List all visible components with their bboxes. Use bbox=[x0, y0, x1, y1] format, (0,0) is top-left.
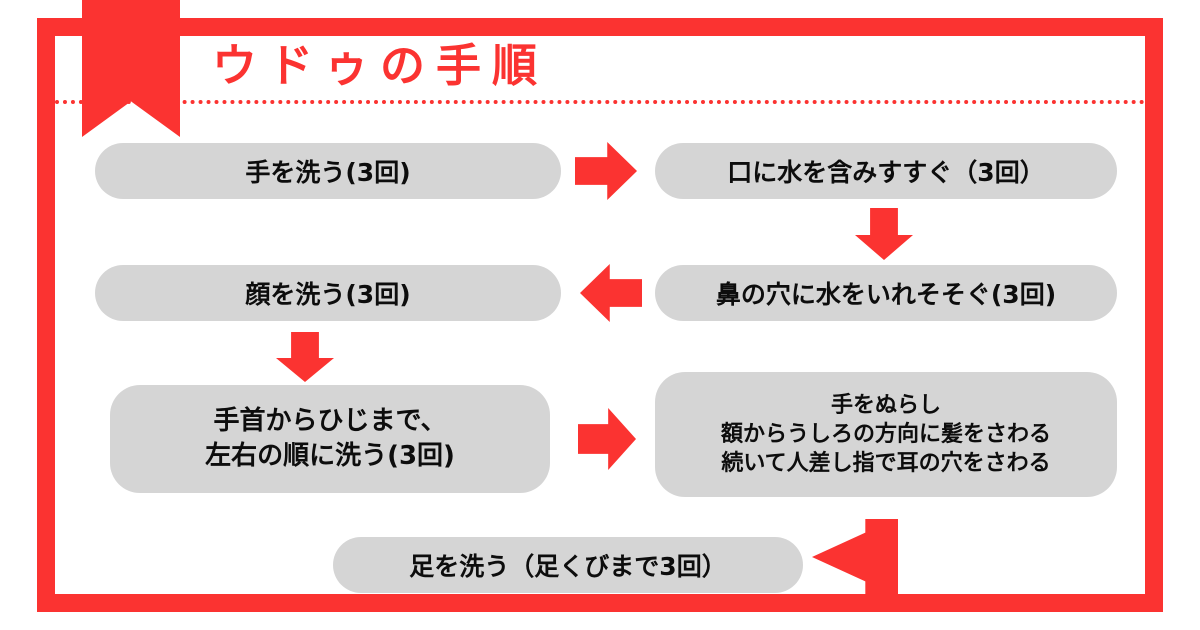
step-line: 足を洗う（足くびまで3回） bbox=[409, 552, 727, 581]
frame-border-bottom bbox=[37, 594, 1163, 612]
step-wash-hands: 手を洗う(3回) bbox=[95, 143, 561, 199]
step-line: 口に水を含みすすぐ（3回） bbox=[727, 158, 1045, 187]
step-head-and-ears: 手をぬらし 額からうしろの方向に髪をさわる 続いて人差し指で耳の穴をさわる bbox=[655, 372, 1117, 497]
step-line: 続いて人差し指で耳の穴をさわる bbox=[721, 451, 1051, 477]
frame-border-top bbox=[37, 18, 1163, 36]
step-line: 左右の順に洗う(3回) bbox=[205, 441, 455, 471]
page-title: ウドゥの手順 bbox=[212, 39, 549, 92]
step-rinse-mouth: 口に水を含みすすぐ（3回） bbox=[655, 143, 1117, 199]
step-line: 手首からひじまで、 bbox=[213, 406, 447, 437]
step-line: 手をぬらし bbox=[830, 392, 941, 418]
arrow-right-icon-hands-to-mouth bbox=[575, 142, 637, 200]
arrow-down-icon-mouth-to-nose bbox=[855, 208, 913, 260]
frame-border-left bbox=[37, 18, 55, 612]
arrow-left-icon-nose-to-face bbox=[580, 264, 642, 322]
frame-border-right bbox=[1145, 18, 1163, 612]
arrow-right-icon-arms-to-head bbox=[578, 408, 636, 470]
step-rinse-nose: 鼻の穴に水をいれそそぐ(3回) bbox=[655, 265, 1117, 321]
step-line: 手を洗う(3回) bbox=[245, 158, 411, 187]
ribbon-bookmark-icon bbox=[82, 0, 180, 137]
step-wash-feet: 足を洗う（足くびまで3回） bbox=[333, 537, 803, 593]
step-line: 顔を洗う(3回) bbox=[245, 280, 411, 309]
step-wash-arms: 手首からひじまで、 左右の順に洗う(3回) bbox=[110, 385, 550, 493]
arrow-down-icon-face-to-arms bbox=[276, 332, 334, 382]
arrow-bend-down-left-icon-head-to-feet bbox=[812, 519, 898, 595]
title-divider-dotted bbox=[55, 100, 1145, 104]
step-line: 額からうしろの方向に髪をさわる bbox=[720, 421, 1051, 447]
step-wash-face: 顔を洗う(3回) bbox=[95, 265, 561, 321]
step-line: 鼻の穴に水をいれそそぐ(3回) bbox=[715, 280, 1057, 309]
